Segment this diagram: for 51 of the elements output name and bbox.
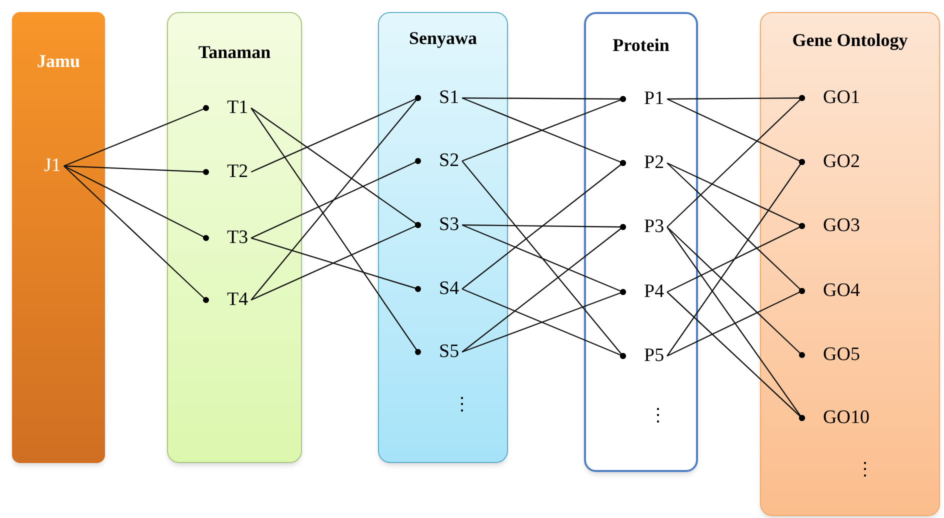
column-panel: [584, 12, 698, 472]
item-label: T2: [205, 161, 248, 183]
item-label: GO3: [801, 215, 860, 237]
connector-line: [250, 237, 421, 292]
connector-line: [250, 95, 421, 300]
column-panel: [12, 12, 105, 463]
item-label: S1: [417, 87, 460, 109]
connector-line: [250, 108, 421, 355]
item-label: GO10: [801, 407, 870, 429]
item-label: S5: [417, 341, 460, 363]
connector-line: [666, 223, 805, 293]
ellipsis-mark: ⋮: [453, 393, 471, 415]
connector-line: [666, 288, 805, 357]
connector-line: [64, 165, 209, 175]
connector-line: [64, 166, 209, 303]
item-label: P4: [622, 281, 664, 303]
item-label: GO1: [801, 87, 860, 109]
item-label: P2: [622, 152, 664, 174]
column-panel: [378, 12, 508, 463]
connector-line: [250, 222, 421, 301]
item-label: P1: [622, 88, 664, 110]
connector-line: [666, 292, 805, 421]
item-label: GO4: [801, 280, 860, 302]
item-label: P3: [622, 216, 664, 238]
column-panel: [167, 12, 302, 463]
item-label: P5: [622, 345, 664, 367]
connector-line: [666, 159, 805, 356]
item-label: T1: [205, 97, 248, 119]
item-label: T4: [205, 289, 248, 311]
column-heading: Gene Ontology: [791, 29, 909, 51]
connector-line: [462, 224, 626, 352]
connector-line: [666, 95, 805, 228]
item-label: S4: [417, 278, 460, 300]
connector-line: [462, 160, 626, 290]
connector-line: [64, 105, 209, 167]
connector-line: [666, 226, 805, 358]
column-heading: Protein: [612, 34, 670, 56]
item-label: S2: [417, 150, 460, 172]
item-label: T3: [205, 227, 248, 249]
column-panel: [760, 12, 940, 516]
ellipsis-mark: ⋮: [856, 458, 874, 480]
column-heading: Tanaman: [197, 41, 272, 63]
item-label: GO5: [801, 344, 860, 366]
item-label: J1: [44, 155, 61, 177]
column-heading: Senyawa: [408, 27, 478, 49]
connector-line: [250, 158, 421, 239]
column-heading: Jamu: [36, 50, 81, 72]
ellipsis-mark: ⋮: [649, 404, 667, 426]
connector-line: [64, 165, 209, 241]
item-label: GO2: [801, 151, 860, 173]
item-label: S3: [417, 214, 460, 236]
